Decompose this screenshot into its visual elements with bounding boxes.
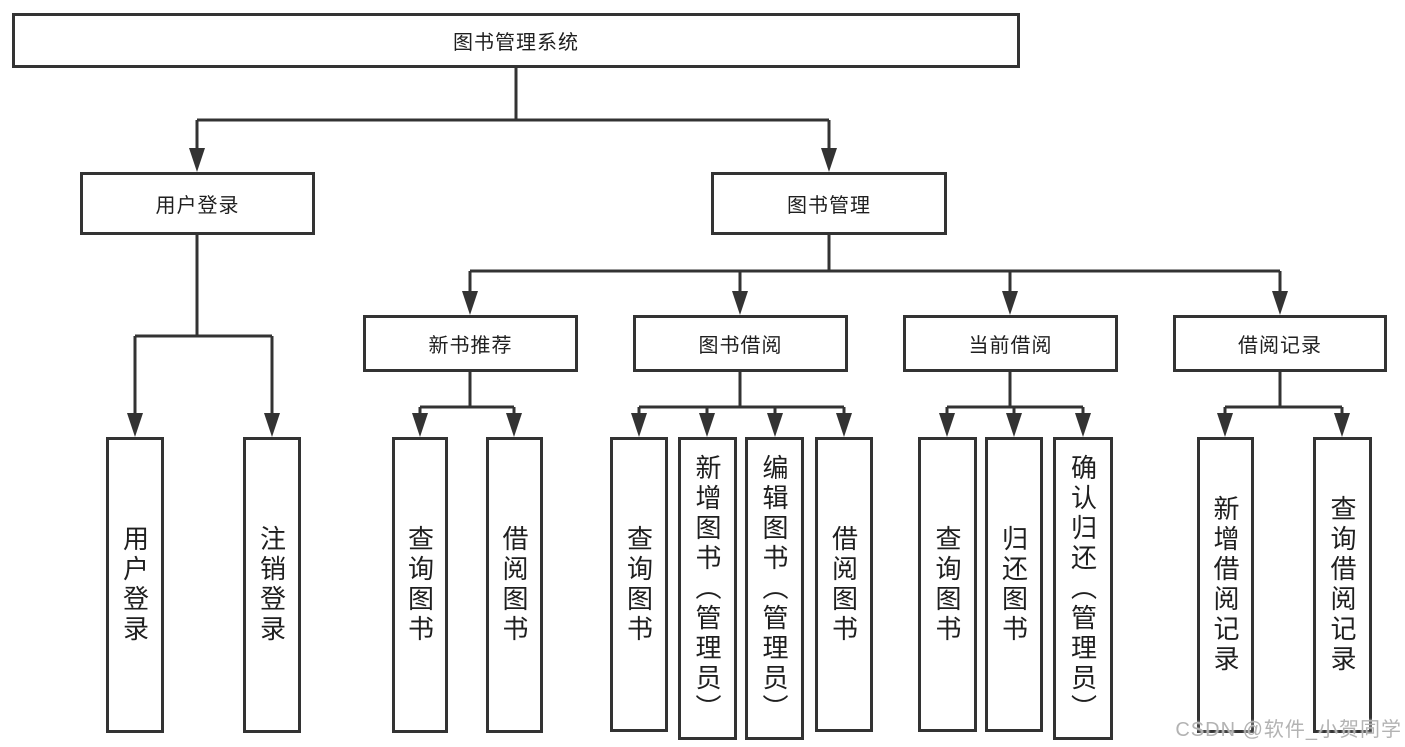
node-label: 查询图书 bbox=[404, 525, 435, 645]
node-label: 确认归还（管理员） bbox=[1067, 453, 1098, 724]
node-book-borrow: 图书借阅 bbox=[633, 315, 848, 372]
leaf-borrow-book-1: 借阅图书 bbox=[486, 437, 543, 733]
leaf-add-borrow-record: 新增借阅记录 bbox=[1197, 437, 1254, 733]
node-label: 图书管理 bbox=[787, 195, 871, 217]
node-borrow-record: 借阅记录 bbox=[1173, 315, 1387, 372]
csdn-watermark: CSDN @软件_小贺同学 bbox=[1175, 719, 1402, 741]
leaf-borrow-book-2: 借阅图书 bbox=[815, 437, 873, 732]
node-label: 编辑图书（管理员） bbox=[759, 453, 789, 724]
node-label: 查询图书 bbox=[623, 524, 654, 645]
node-label: 用户登录 bbox=[155, 195, 240, 217]
node-label: 借阅记录 bbox=[1238, 335, 1322, 357]
leaf-add-book-admin: 新增图书（管理员） bbox=[678, 437, 737, 740]
node-label: 新增图书（管理员） bbox=[692, 453, 722, 724]
leaf-edit-book-admin: 编辑图书（管理员） bbox=[745, 437, 804, 740]
node-current-borrow: 当前借阅 bbox=[903, 315, 1118, 372]
node-label: 注销登录 bbox=[256, 525, 287, 645]
node-label: 借阅图书 bbox=[499, 525, 529, 645]
node-label: 查询图书 bbox=[932, 524, 962, 645]
leaf-return-book: 归还图书 bbox=[985, 437, 1043, 732]
node-label: 借阅图书 bbox=[828, 524, 859, 645]
node-label: 图书借阅 bbox=[698, 335, 783, 357]
leaf-logout: 注销登录 bbox=[243, 437, 301, 733]
node-label: 查询借阅记录 bbox=[1327, 495, 1357, 675]
leaf-query-book-2: 查询图书 bbox=[610, 437, 668, 732]
leaf-query-borrow-record: 查询借阅记录 bbox=[1313, 437, 1372, 733]
leaf-query-book-3: 查询图书 bbox=[918, 437, 977, 732]
node-book-management: 图书管理 bbox=[711, 172, 947, 235]
node-label: 用户登录 bbox=[119, 525, 150, 645]
node-label: 当前借阅 bbox=[968, 335, 1053, 357]
leaf-user-login: 用户登录 bbox=[106, 437, 164, 733]
node-label: 新书推荐 bbox=[428, 335, 513, 357]
node-label: 图书管理系统 bbox=[453, 32, 579, 54]
leaf-query-book-1: 查询图书 bbox=[392, 437, 448, 733]
node-label: 归还图书 bbox=[998, 524, 1029, 645]
node-root: 图书管理系统 bbox=[12, 13, 1020, 68]
leaf-confirm-return-admin: 确认归还（管理员） bbox=[1053, 437, 1113, 740]
node-label: 新增借阅记录 bbox=[1210, 495, 1240, 675]
node-new-book-recommend: 新书推荐 bbox=[363, 315, 578, 372]
arrowheads bbox=[127, 148, 1350, 437]
node-user-login: 用户登录 bbox=[80, 172, 315, 235]
